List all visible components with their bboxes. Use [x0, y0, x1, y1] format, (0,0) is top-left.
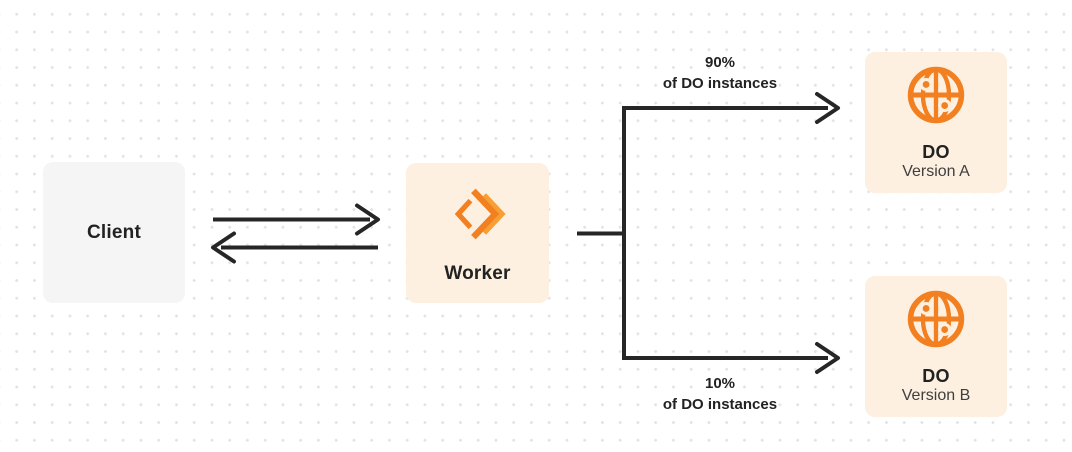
branch-connector: [622, 106, 828, 360]
arrowhead-to-do-a: [815, 92, 840, 124]
top-branch-label: 90% of DO instances: [620, 52, 820, 94]
durable-object-globe-icon: [907, 66, 965, 124]
worker-label: Worker: [444, 263, 511, 284]
do-version-b-node: DO Version B: [865, 276, 1007, 417]
top-branch-caption: of DO instances: [662, 75, 778, 92]
worker-node: Worker: [406, 163, 549, 303]
bottom-branch-label: 10% of DO instances: [620, 373, 820, 415]
arrow-client-to-worker: [213, 203, 380, 236]
client-node: Client: [43, 162, 185, 303]
do-a-title: DO: [922, 142, 950, 162]
arrowhead-to-do-b: [815, 342, 840, 374]
workers-logo-icon: [454, 188, 506, 240]
durable-object-globe-icon: [907, 290, 965, 348]
top-branch-percent: 90%: [704, 54, 736, 71]
bottom-branch-caption: of DO instances: [662, 396, 778, 413]
do-version-a-node: DO Version A: [865, 52, 1007, 193]
do-a-subtitle: Version A: [902, 163, 970, 180]
arrow-worker-to-client: [211, 231, 378, 264]
do-b-title: DO: [922, 366, 950, 386]
client-label: Client: [87, 221, 141, 243]
do-b-subtitle: Version B: [901, 387, 971, 404]
bottom-branch-percent: 10%: [704, 375, 736, 392]
